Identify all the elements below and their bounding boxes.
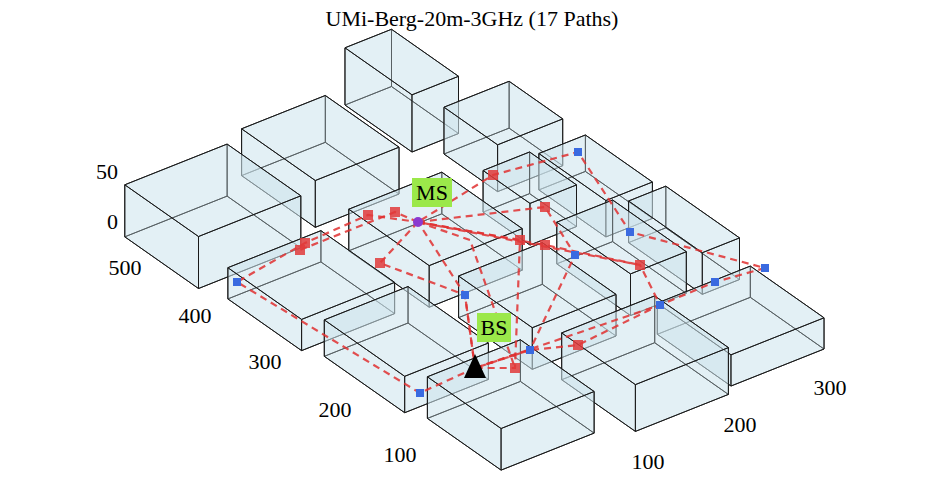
bounce-point [510,363,520,373]
ray-path [380,222,475,368]
building-face [125,144,301,236]
bounce-point [363,210,373,220]
reflection-point [574,148,582,156]
bounce-point [540,240,550,250]
bounce-point [540,202,550,212]
ray-path [418,152,765,368]
ray-path [300,212,418,250]
ray-path [237,215,475,393]
building-face [557,200,687,274]
axis-tick-label: 300 [814,377,847,399]
bounce-point [573,340,583,350]
bounce-point [515,235,525,245]
reflection-point [761,264,769,272]
building-face [444,81,563,145]
axis-tick-label: 100 [384,444,417,466]
bounce-point [488,170,498,180]
reflection-point [626,228,634,236]
axis-tick-label: 200 [319,399,352,421]
ms-marker [413,217,423,227]
bounce-point [635,260,645,270]
axis-tick-label: 300 [249,351,282,373]
reflection-point [656,301,664,309]
ray-path [418,222,515,368]
bounce-point [375,258,385,268]
ray-path [418,222,640,265]
axis-tick-label: 0 [107,211,118,233]
reflection-point [416,389,424,397]
axis-tick-label: 100 [632,451,665,473]
ray-path [418,222,660,368]
building-face [345,29,459,95]
station-label-box: BS [477,313,512,342]
ray-path [418,207,575,368]
axis-tick-label: 400 [179,305,212,327]
station-label-box: MS [412,178,452,207]
reflection-point [526,346,534,354]
building-face [562,296,729,385]
station-label: BS [481,317,508,339]
reflection-point [711,278,719,286]
bs-marker [464,354,486,378]
ray-path [418,222,520,368]
bounce-point [295,245,305,255]
bounce-point [390,207,400,217]
reflection-point [233,278,241,286]
building-face [483,152,576,203]
building-face [242,96,399,181]
axis-tick-label: 50 [96,161,118,183]
reflection-point [571,251,579,259]
reflection-point [461,291,469,299]
station-label: MS [416,182,448,204]
axis-tick-label: 500 [109,257,142,279]
chart-title: UMi-Berg-20m-3GHz (17 Paths) [326,8,619,30]
building-face [427,340,594,429]
axis-tick-label: 200 [724,414,757,436]
ray-path [418,222,475,368]
